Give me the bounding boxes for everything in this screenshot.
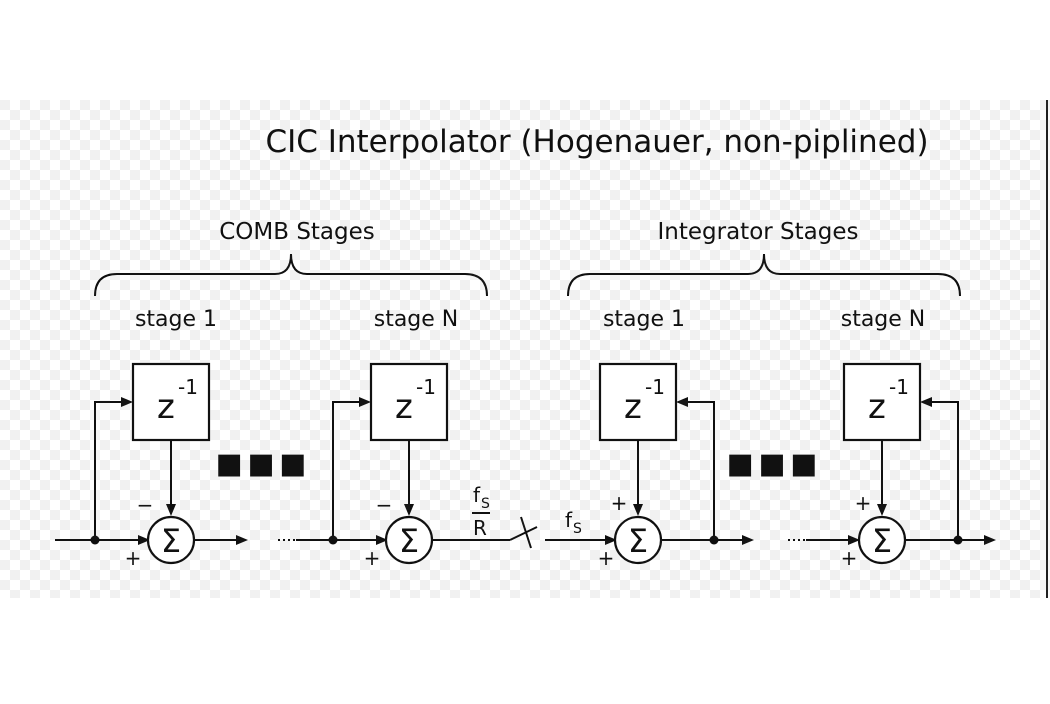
comb-stages-brace (94, 253, 488, 297)
int1-delay-z: z (624, 387, 642, 427)
intN-plus-sign-top: + (855, 491, 872, 515)
comb1-plus-sign: + (125, 546, 142, 570)
comb-stage-n-label: stage N (374, 307, 459, 332)
combN-sigma-icon: Σ (399, 522, 419, 560)
comb-stage-1-label: stage 1 (135, 307, 217, 332)
comb-stage-n: z -1 Σ − + (278, 362, 510, 570)
int1-sum-arrow (633, 504, 643, 516)
combN-plus-sign: + (364, 546, 381, 570)
int1-input-arrow (605, 535, 617, 545)
comb1-minus-sign: − (137, 493, 154, 517)
intN-delay-box (842, 362, 922, 442)
intN-feedback-line (930, 401, 959, 540)
transparent-background (0, 100, 1050, 598)
int1-plus-sign-top: + (611, 491, 628, 515)
combN-delay-exponent: -1 (416, 375, 436, 399)
integrator-stage-1: z -1 Σ + + (545, 362, 754, 570)
intN-sigma-icon: Σ (872, 522, 892, 560)
comb-ellipsis: ▪▪▪ (214, 437, 309, 488)
int1-output-arrow (742, 535, 754, 545)
output-rate-f: f (565, 508, 573, 532)
input-rate-den: R (473, 516, 487, 540)
comb1-feedforward-line (94, 401, 124, 540)
int1-feedback-arrow (676, 397, 688, 407)
integrator-stage-1-label: stage 1 (603, 307, 685, 332)
combN-minus-sign: − (376, 493, 393, 517)
comb1-sigma-icon: Σ (161, 522, 181, 560)
intN-plus-sign-left: + (841, 546, 858, 570)
intN-delay-z: z (868, 387, 886, 427)
comb-stage-1: z -1 Σ − + (55, 362, 248, 570)
input-rate-sub: S (481, 496, 490, 512)
intN-feedback-arrow (920, 397, 932, 407)
combN-feedforward-line (332, 401, 362, 540)
input-rate-f: f (473, 483, 481, 507)
integrator-stages-label: Integrator Stages (658, 219, 859, 245)
combN-delay-z: z (395, 387, 413, 427)
combN-delay-box (369, 362, 449, 442)
switch-mark (520, 516, 532, 549)
int1-feedback-line (686, 401, 715, 540)
intN-sum-arrow (877, 504, 887, 516)
comb1-delay-box (131, 362, 211, 442)
comb1-input-arrow (138, 535, 150, 545)
integrator-stages-brace (567, 253, 961, 297)
combN-delay-arrow (359, 397, 371, 407)
combN-sum-arrow (404, 504, 414, 516)
intN-delay-exponent: -1 (889, 375, 909, 399)
int1-delay-exponent: -1 (645, 375, 665, 399)
comb1-delay-arrow (121, 397, 133, 407)
comb1-output-arrow (236, 535, 248, 545)
integrator-ellipsis: ▪▪▪ (725, 437, 820, 488)
switch-blade (509, 526, 538, 541)
comb1-delay-z: z (157, 387, 175, 427)
intN-input-arrow (848, 535, 860, 545)
rate-change-switch: f S R f S (472, 483, 582, 549)
integrator-stage-n-label: stage N (841, 307, 926, 332)
comb-stages-label: COMB Stages (219, 219, 375, 245)
int1-plus-sign-left: + (598, 546, 615, 570)
intN-output-arrow (984, 535, 996, 545)
comb1-delay-exponent: -1 (178, 375, 198, 399)
integrator-stage-n: z -1 Σ + + (788, 362, 996, 570)
comb1-sum-arrow (166, 504, 176, 516)
output-rate-sub: S (573, 521, 582, 537)
combN-input-arrow (376, 535, 388, 545)
diagram-title: CIC Interpolator (Hogenauer, non-pipline… (265, 124, 928, 160)
int1-sigma-icon: Σ (628, 522, 648, 560)
